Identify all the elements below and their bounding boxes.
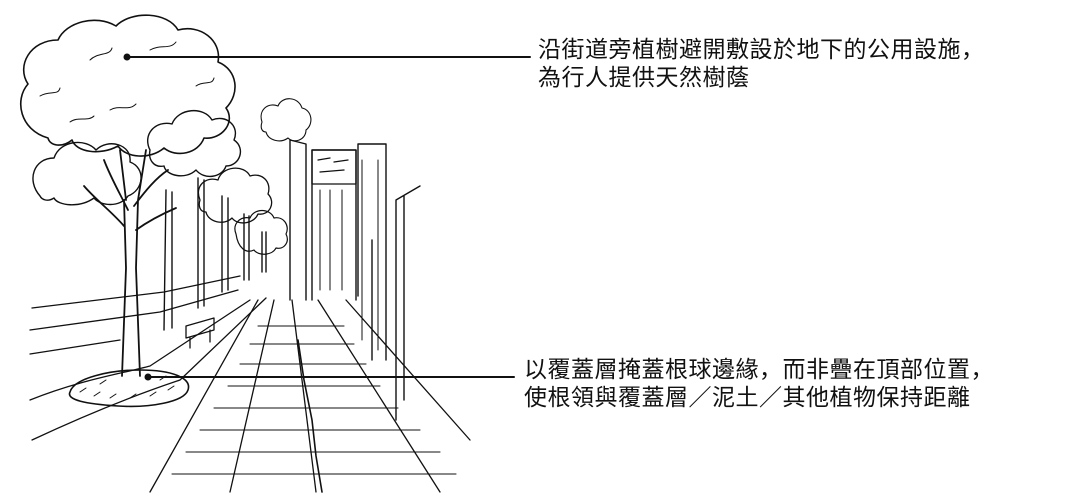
callout-top-dot [123,53,131,61]
paving-crack [297,339,323,493]
tree-canopy-2 [32,141,142,206]
callout-top-text: 沿街道旁植樹避開敷設於地下的公用設施， 為行人提供天然樹蔭 [538,36,985,92]
bench [185,317,215,349]
building-detail [319,159,379,351]
tree-canopy-4 [197,167,273,224]
tree-canopy-6 [260,98,312,142]
tree-pit-mulch [68,369,190,408]
canopy-texture [39,41,215,123]
callout-top-line-1: 沿街道旁植樹避開敷設於地下的公用設施， [538,37,985,63]
callout-bottom-line-2: 使根領與覆蓋層／泥土／其他植物保持距離 [524,385,971,411]
foreground-tree-canopy [19,14,236,157]
callout-bottom-dot [144,373,152,381]
tree-canopy-3 [147,110,242,177]
tree-canopy-5 [234,209,288,255]
foreground-tree-trunk [83,149,177,377]
left-curb [29,275,267,441]
trunk-row [163,177,267,331]
mulch-texture [79,375,175,399]
paving-joints [171,325,457,475]
shop-sign [311,149,357,185]
callout-bottom-line-1: 以覆蓋層掩蓋根球邊緣，而非疊在頂部位置， [524,357,994,383]
sidewalk-paving [149,299,471,493]
callout-top-line-2: 為行人提供天然樹蔭 [538,65,750,91]
callout-bottom-text: 以覆蓋層掩蓋根球邊緣，而非疊在頂部位置， 使根領與覆蓋層／泥土／其他植物保持距離 [524,356,994,412]
